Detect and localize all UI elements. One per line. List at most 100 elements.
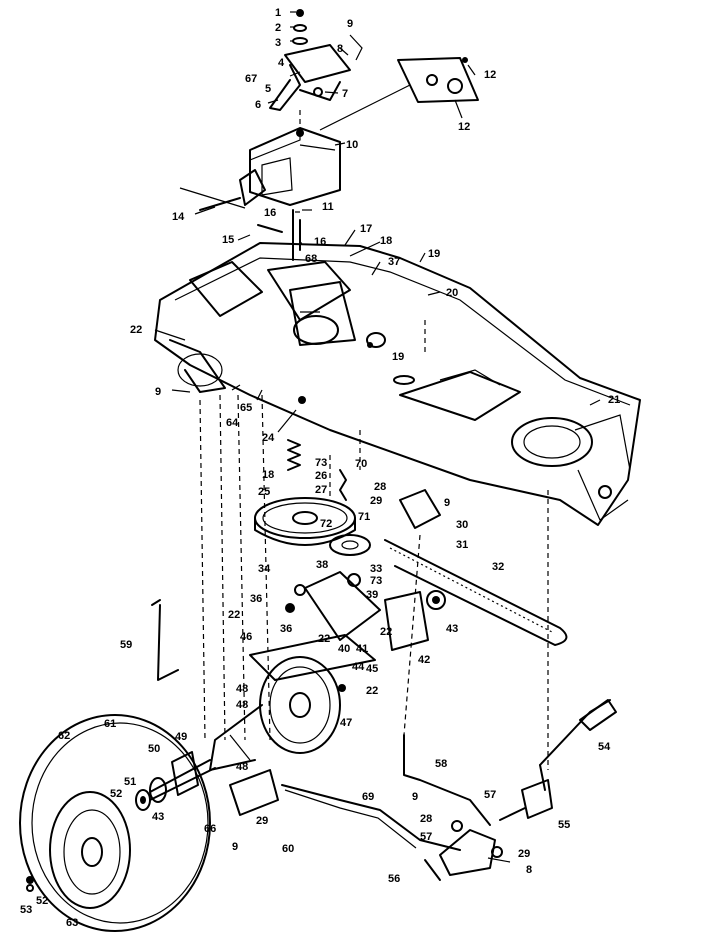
callout-27: 27 <box>315 484 327 496</box>
callout-5: 5 <box>265 83 271 95</box>
callout-22-a: 22 <box>130 324 142 336</box>
callout-71: 71 <box>358 511 370 523</box>
callout-labels: 1 2 3 9 8 4 67 5 6 7 10 12 12 14 16 11 1… <box>20 7 620 929</box>
callout-41: 41 <box>356 643 368 655</box>
callout-52-b: 52 <box>36 895 48 907</box>
callout-18-b: 18 <box>262 469 274 481</box>
callout-48-a: 48 <box>236 683 248 695</box>
callout-48-c: 48 <box>236 761 248 773</box>
callout-69: 69 <box>362 791 374 803</box>
axle-hub <box>135 751 279 816</box>
callout-9-mid: 9 <box>444 497 450 509</box>
callout-8-bottom: 8 <box>526 864 532 876</box>
callout-39: 39 <box>366 589 378 601</box>
callout-47: 47 <box>340 717 352 729</box>
callout-25: 25 <box>258 486 270 498</box>
callout-10: 10 <box>346 139 358 151</box>
callout-19-b: 19 <box>392 351 404 363</box>
callout-36-b: 36 <box>280 623 292 635</box>
idler-bracket <box>285 489 446 651</box>
brake-disc-assembly <box>209 634 376 771</box>
callout-46: 46 <box>240 631 252 643</box>
callout-26: 26 <box>315 470 327 482</box>
callout-43-b: 43 <box>152 811 164 823</box>
callout-60: 60 <box>282 843 294 855</box>
callout-61: 61 <box>104 718 116 730</box>
callout-30: 30 <box>456 519 468 531</box>
callout-16-b: 16 <box>314 236 326 248</box>
callout-31: 31 <box>456 539 468 551</box>
callout-53: 53 <box>20 904 32 916</box>
callout-37: 37 <box>388 256 400 268</box>
callout-49: 49 <box>175 731 187 743</box>
callout-17: 17 <box>360 223 372 235</box>
callout-24: 24 <box>262 432 275 444</box>
callout-56: 56 <box>388 873 400 885</box>
callout-66: 66 <box>204 823 216 835</box>
callout-68: 68 <box>305 253 317 265</box>
callout-2: 2 <box>275 22 281 34</box>
callout-12-top: 12 <box>484 69 496 81</box>
callout-38: 38 <box>316 559 328 571</box>
callout-54: 54 <box>598 741 611 753</box>
pulley-assembly <box>254 439 371 587</box>
callout-11: 11 <box>322 201 334 213</box>
drive-belt <box>384 539 568 646</box>
callout-59: 59 <box>120 639 132 651</box>
callout-58: 58 <box>435 758 447 770</box>
callout-6: 6 <box>255 99 261 111</box>
leader-lines <box>154 11 601 433</box>
callout-22-b: 22 <box>228 609 240 621</box>
callout-1: 1 <box>275 7 281 19</box>
callout-62: 62 <box>58 730 70 742</box>
callout-29-b: 29 <box>256 815 268 827</box>
callout-4: 4 <box>278 57 285 69</box>
callout-57-b: 57 <box>420 831 432 843</box>
callout-22-d: 22 <box>318 633 330 645</box>
rod-59 <box>151 599 179 681</box>
callout-19-a: 19 <box>428 248 440 260</box>
callout-14: 14 <box>172 211 185 223</box>
callout-73-a: 73 <box>315 457 327 469</box>
callout-64: 64 <box>226 417 239 429</box>
callout-40: 40 <box>338 643 350 655</box>
callout-63: 63 <box>66 917 78 929</box>
callout-55: 55 <box>558 819 570 831</box>
callout-45: 45 <box>366 663 378 675</box>
callout-28: 28 <box>374 481 386 493</box>
callout-8-top: 8 <box>337 43 343 55</box>
callout-32: 32 <box>492 561 504 573</box>
callout-44: 44 <box>352 661 365 673</box>
callout-72: 72 <box>320 518 332 530</box>
callout-51: 51 <box>124 776 136 788</box>
callout-9-axle: 9 <box>232 841 238 853</box>
callout-28-b: 28 <box>420 813 432 825</box>
callout-22-e: 22 <box>366 685 378 697</box>
callout-29-c: 29 <box>518 848 530 860</box>
chassis-frame <box>154 242 641 526</box>
callout-73-b: 73 <box>370 575 382 587</box>
callout-50: 50 <box>148 743 160 755</box>
callout-48-b: 48 <box>236 699 248 711</box>
callout-16-a: 16 <box>264 207 276 219</box>
callout-33: 33 <box>370 563 382 575</box>
callout-3: 3 <box>275 37 281 49</box>
mounting-plate <box>319 57 479 131</box>
callout-9-bottom: 9 <box>412 791 418 803</box>
callout-67: 67 <box>245 73 257 85</box>
callout-52-a: 52 <box>110 788 122 800</box>
callout-20: 20 <box>446 287 458 299</box>
callout-21: 21 <box>608 394 620 406</box>
callout-36-a: 36 <box>250 593 262 605</box>
callout-34: 34 <box>258 563 271 575</box>
shift-handle <box>499 699 617 821</box>
callout-12-bottom: 12 <box>458 121 470 133</box>
callout-18-a: 18 <box>380 235 392 247</box>
callout-43-a: 43 <box>446 623 458 635</box>
rear-tire <box>19 714 211 932</box>
transaxle-housing <box>179 127 341 261</box>
callout-22-c: 22 <box>380 626 392 638</box>
callout-57-a: 57 <box>484 789 496 801</box>
callout-15: 15 <box>222 234 234 246</box>
